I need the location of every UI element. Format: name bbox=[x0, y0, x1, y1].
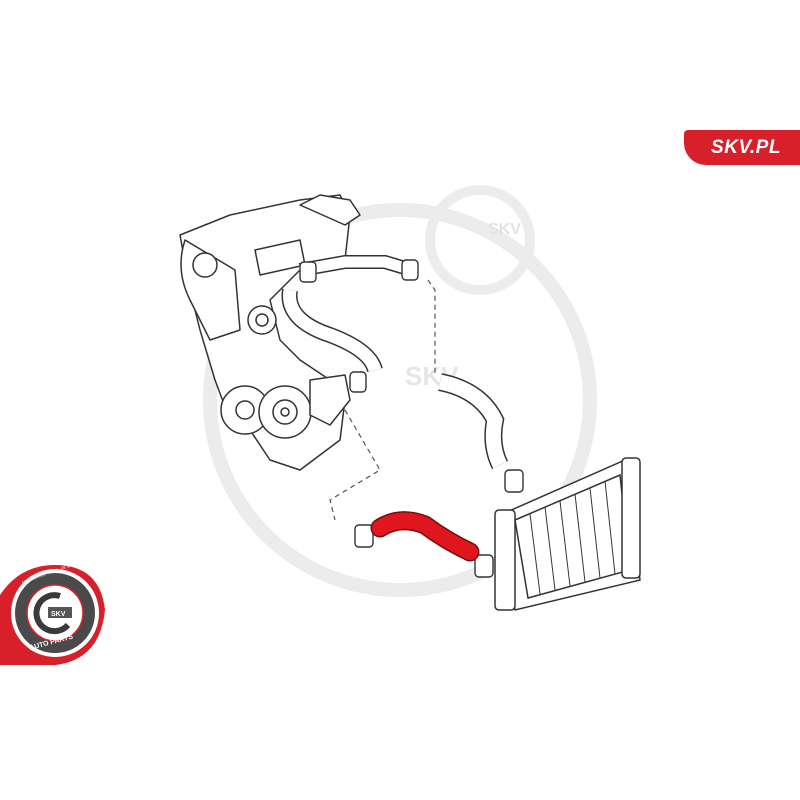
brand-site-label: SKV.PL bbox=[711, 136, 781, 158]
highlighted-radiator-hose-fill bbox=[372, 512, 478, 560]
watermark-gear-icon bbox=[203, 185, 597, 597]
gear-icon bbox=[33, 592, 71, 635]
radiator-drawing bbox=[494, 457, 641, 611]
brand-site-tab: SKV.PL bbox=[684, 130, 800, 165]
skv-auto-parts-badge: SKV AFTERMARKET PRICE · OE QUALITY AUTO … bbox=[0, 559, 105, 665]
badge-center-text: SKV bbox=[51, 611, 66, 618]
watermark-text: SKV bbox=[488, 221, 521, 238]
hose-clamps bbox=[299, 259, 524, 578]
assembly-guides bbox=[329, 279, 436, 521]
upper-hoses bbox=[281, 255, 509, 470]
